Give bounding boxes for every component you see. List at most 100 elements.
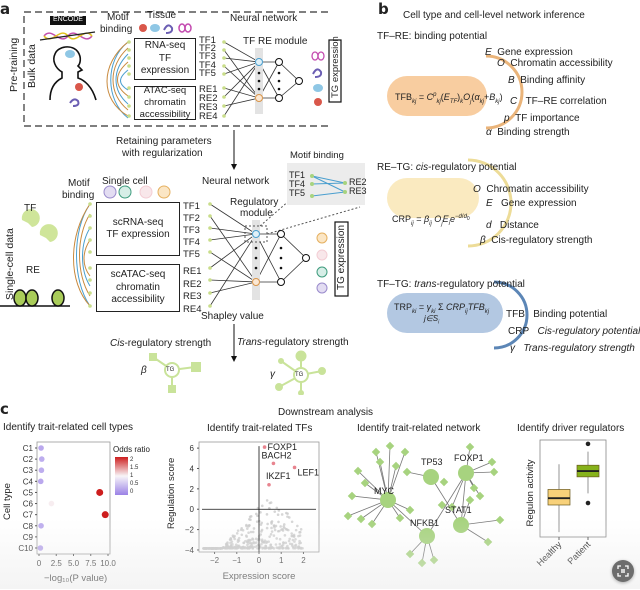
legend-tick: 2 <box>130 457 134 463</box>
background-point <box>299 528 303 531</box>
chart1-title: Identify trait-related cell types <box>3 422 134 433</box>
y-tick-label: C1 <box>23 444 34 453</box>
motif-binding-arcs <box>106 41 129 119</box>
leaf-node <box>475 491 485 501</box>
beta-symbol: β <box>141 365 147 376</box>
leaf-node <box>469 483 479 493</box>
outlier-point <box>585 441 591 447</box>
leaf-node <box>360 478 370 488</box>
crp-term: β Cis-regulatory strength <box>480 235 593 246</box>
background-point <box>297 534 300 538</box>
trp-term: γ Trans-regulatory strength <box>510 343 635 354</box>
data-point <box>96 488 104 496</box>
background-point <box>270 530 274 533</box>
background-point <box>255 520 259 523</box>
trp-formula-pill <box>387 293 503 333</box>
background-point <box>290 520 294 524</box>
background-point <box>246 546 249 550</box>
chromatin-nucleosome-icon <box>0 289 70 307</box>
y-tick-label: −2 <box>185 526 195 535</box>
plot-frame <box>539 439 607 538</box>
background-point <box>247 531 250 535</box>
background-point <box>259 511 262 514</box>
crp-formula: CRPij = βij OjEie−d/d0 <box>392 214 470 227</box>
plot-frame <box>36 441 111 555</box>
background-point <box>244 546 247 550</box>
background-point <box>277 520 280 524</box>
y-tick-label: C2 <box>23 455 34 464</box>
regulatory-label: Regulatory <box>230 197 279 208</box>
x-tick-label: 7.5 <box>85 559 97 568</box>
data-point <box>38 456 45 462</box>
background-point <box>233 534 236 538</box>
y-tick-label: C10 <box>18 544 33 553</box>
cis-tg-node: TG <box>166 367 175 373</box>
background-point <box>251 542 254 545</box>
human-silhouette-icon <box>49 46 97 101</box>
gamma-symbol: γ <box>270 369 275 380</box>
background-point <box>294 537 297 541</box>
data-point <box>38 522 44 529</box>
background-point <box>260 538 264 542</box>
legend-colorbar <box>115 457 128 495</box>
module-node-bottom <box>255 94 263 102</box>
tissue-label: Tissue <box>147 10 177 21</box>
lens-scan-button[interactable] <box>612 560 634 582</box>
background-point <box>277 509 281 512</box>
tfre-heading: TF–RE: binding potential <box>377 31 488 42</box>
y-axis-label: Regulation score <box>166 458 177 529</box>
background-point <box>240 533 244 537</box>
background-point <box>290 544 294 547</box>
background-point <box>246 543 249 547</box>
y-tick-label: 2 <box>190 485 195 494</box>
background-point <box>299 546 303 550</box>
tf-label: LEF1 <box>298 467 320 477</box>
y-tick-label: C8 <box>23 522 34 531</box>
bulk-data-label: Bulk data <box>26 44 38 88</box>
background-point <box>294 528 298 532</box>
legend-tick: 1.5 <box>130 465 139 471</box>
data-point <box>38 467 45 474</box>
background-point <box>249 518 252 522</box>
hub-node <box>380 492 396 508</box>
leaf-node <box>353 466 363 476</box>
background-point <box>265 513 269 516</box>
legend-title: Odds ratio <box>113 445 150 454</box>
leaf-node <box>489 467 499 477</box>
motif-binding-dots <box>127 40 131 118</box>
background-point <box>286 544 289 548</box>
background-point <box>260 542 263 546</box>
tg-expression-box <box>328 39 342 103</box>
leaf-node <box>487 457 497 467</box>
lens-scan-icon <box>617 565 629 577</box>
y-axis-label: Regulon activity <box>525 459 536 526</box>
network-edge <box>430 476 462 526</box>
background-point <box>249 515 253 518</box>
retaining-label: Retaining parameters <box>116 136 212 147</box>
leaf-node <box>447 502 457 512</box>
background-point <box>260 530 263 533</box>
panel-letter-a: a <box>0 0 11 18</box>
sc-motif-label: Motif <box>68 178 90 189</box>
hub-node <box>419 528 435 544</box>
shapley-value-label: Shapley value <box>201 311 264 322</box>
hub-label: NFKB1 <box>410 518 439 528</box>
y-tick-label: C9 <box>23 533 34 542</box>
background-point <box>268 535 271 538</box>
background-point <box>276 529 280 533</box>
background-point <box>265 540 269 544</box>
trp-formula: TRPki = γki Σ CRPijTFBkj <box>394 302 490 315</box>
background-point <box>236 529 240 532</box>
tftg-heading: TF–TG: trans-regulatory potential <box>377 279 525 290</box>
panel-letter-c: c <box>0 400 9 418</box>
tissue-heart-icon <box>139 24 147 32</box>
